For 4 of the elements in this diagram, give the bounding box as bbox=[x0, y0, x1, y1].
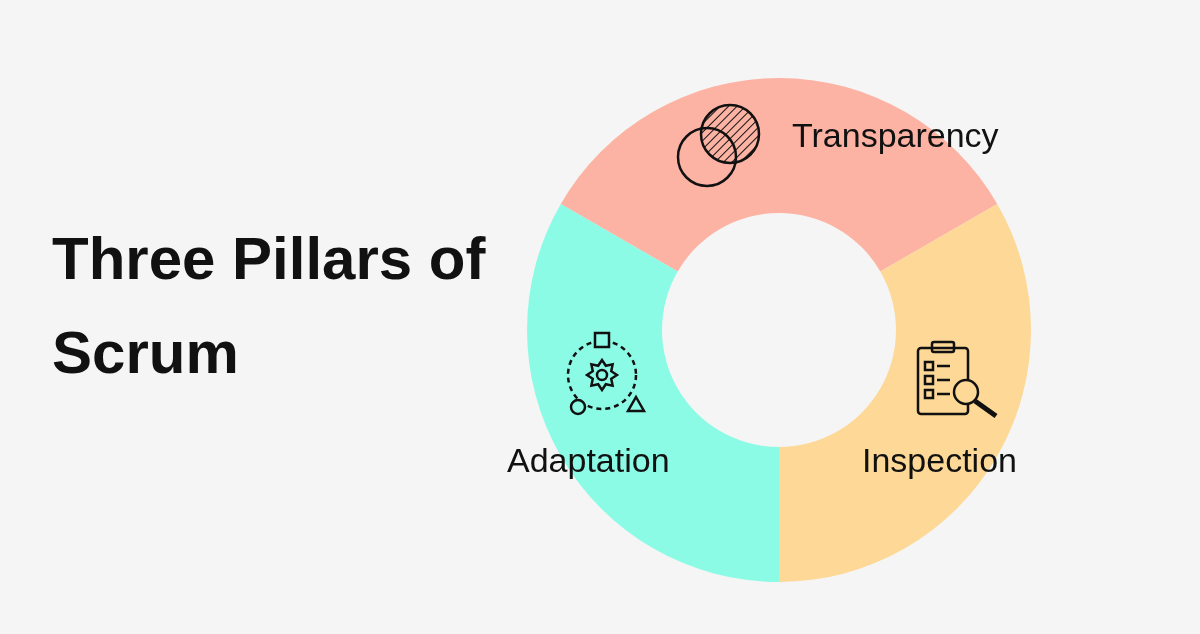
segment-label: Inspection bbox=[862, 441, 1017, 480]
diagram-title: Three Pillars of Scrum bbox=[52, 224, 487, 388]
segment-label: Transparency bbox=[792, 116, 999, 155]
segment-label: Adaptation bbox=[507, 441, 670, 480]
